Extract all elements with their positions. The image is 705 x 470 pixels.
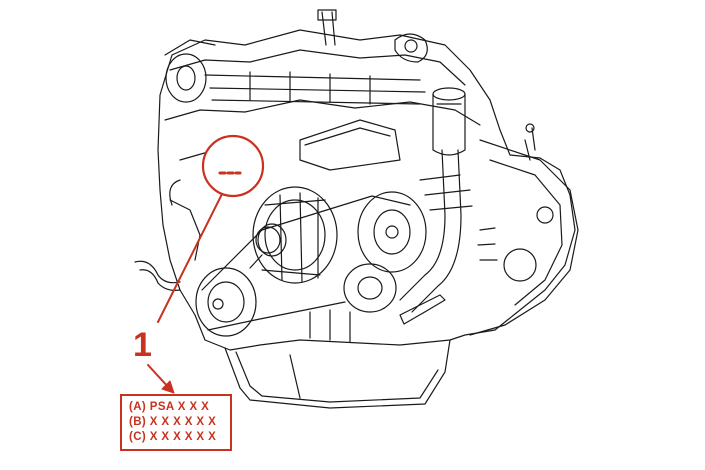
oil-filler-cap	[432, 87, 466, 156]
engine-id-line-a: (A) PSA X X X	[129, 401, 210, 413]
water-pump-pulley	[357, 191, 427, 273]
rocker-cover	[164, 39, 426, 105]
block-detail-lines	[309, 174, 498, 343]
engine-id-label-box: (A) PSA X X X (B) X X X X X X (C) X X X …	[120, 394, 232, 451]
engine-block	[157, 29, 576, 351]
gearbox	[469, 123, 579, 336]
engine-id-line-c: (C) X X X X X X	[129, 431, 217, 443]
callout-number: 1	[133, 326, 152, 364]
crankshaft-pulley	[195, 267, 257, 337]
oil-sump	[224, 339, 451, 409]
fuel-fittings	[299, 9, 428, 171]
breather-hose	[399, 149, 462, 313]
water-outlet	[134, 260, 181, 291]
callout-leader-line	[157, 193, 223, 323]
alternator	[252, 186, 338, 284]
tensioner-pulley	[255, 226, 281, 254]
callout-arrowhead	[161, 380, 175, 394]
engine-number-callout	[147, 134, 265, 394]
drive-belt	[201, 195, 411, 331]
exhaust-pipe	[399, 294, 446, 325]
engine-id-line-b: (B) X X X X X X	[129, 416, 217, 428]
lower-pulley	[343, 263, 397, 313]
engine-number-location-circle	[201, 134, 265, 198]
